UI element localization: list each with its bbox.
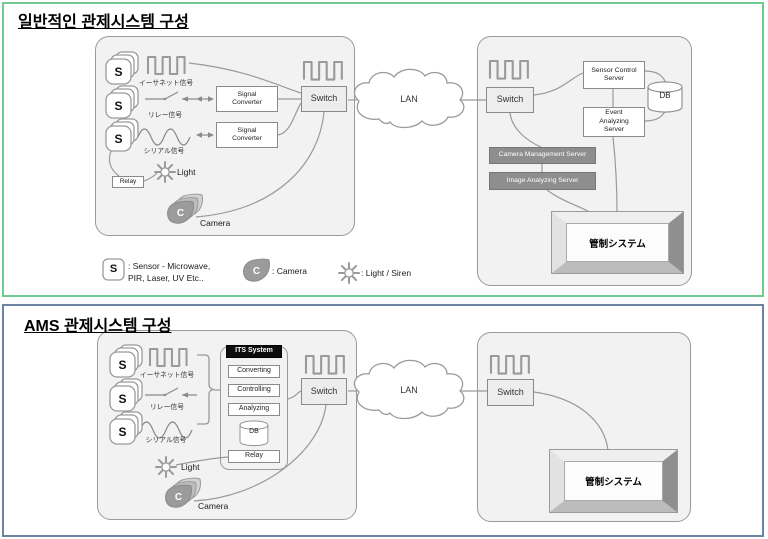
- lan-label: LAN: [400, 94, 418, 104]
- control-system-monitor: 管制システム: [549, 449, 678, 513]
- section-2-title: AMS 관제시스템 구성: [24, 318, 172, 335]
- its-converting-box: Converting: [228, 365, 280, 378]
- legend-camera-letter: C: [252, 266, 261, 277]
- its-controlling-box: Controlling: [228, 384, 280, 397]
- camera-label: Camera: [200, 218, 231, 228]
- sensor-letter: S: [114, 65, 123, 79]
- its-db-label: DB: [249, 428, 259, 435]
- event-analyzing-server-box: Event Analyzing Server: [583, 107, 645, 137]
- ethernet-signal-label: イーサネット信号: [139, 372, 195, 379]
- sensor-letter: S: [118, 358, 127, 372]
- camera-letter: C: [174, 492, 183, 503]
- legend-light-text: : Light / Siren: [361, 268, 412, 278]
- switch-box: Switch: [301, 86, 347, 112]
- its-relay-box: Relay: [228, 450, 280, 463]
- camera-label: Camera: [198, 501, 229, 511]
- relay-signal-label: リレー信号: [148, 112, 182, 119]
- its-analyzing-box: Analyzing: [228, 403, 280, 416]
- switch-box: Switch: [487, 379, 534, 406]
- control-system-monitor: 管制システム: [551, 211, 684, 274]
- lan-label: LAN: [400, 385, 418, 395]
- serial-signal-label: シリアル信号: [145, 437, 187, 444]
- sensor-letter: S: [118, 425, 127, 439]
- control-system-label: 管制システム: [589, 238, 646, 250]
- camera-letter: C: [176, 208, 185, 219]
- sensor-letter: S: [118, 392, 127, 406]
- camera-management-server-box: Camera Management Server: [489, 147, 596, 164]
- signal-converter-box: Signal Converter: [216, 122, 278, 148]
- signal-converter-box: Signal Converter: [216, 86, 278, 112]
- section-1-title: 일반적인 관제시스템 구성: [18, 14, 189, 31]
- switch-box: Switch: [301, 378, 347, 405]
- relay-signal-label: リレー信号: [150, 404, 184, 411]
- light-label: Light: [181, 462, 200, 472]
- image-analyzing-server-box: Image Analyzing Server: [489, 172, 596, 190]
- sensor-control-server-box: Sensor Control Server: [583, 61, 645, 89]
- db-label: DB: [659, 91, 671, 100]
- switch-box: Switch: [486, 87, 534, 113]
- legend-camera-text: : Camera: [272, 266, 307, 276]
- serial-signal-label: シリアル信号: [143, 148, 185, 155]
- relay-box: Relay: [112, 176, 144, 188]
- legend-sensor-letter: S: [109, 263, 118, 275]
- ethernet-signal-label: イーサネット信号: [138, 80, 194, 87]
- its-system-header: ITS System: [226, 345, 282, 358]
- control-system-label: 管制システム: [585, 477, 642, 488]
- sensor-letter: S: [114, 99, 123, 113]
- legend-sensor-text-line2: PIR, Laser, UV Etc..: [128, 273, 204, 283]
- light-label: Light: [177, 167, 196, 177]
- legend-sensor-text-line1: : Sensor - Microwave,: [128, 261, 211, 271]
- sensor-letter: S: [114, 132, 123, 146]
